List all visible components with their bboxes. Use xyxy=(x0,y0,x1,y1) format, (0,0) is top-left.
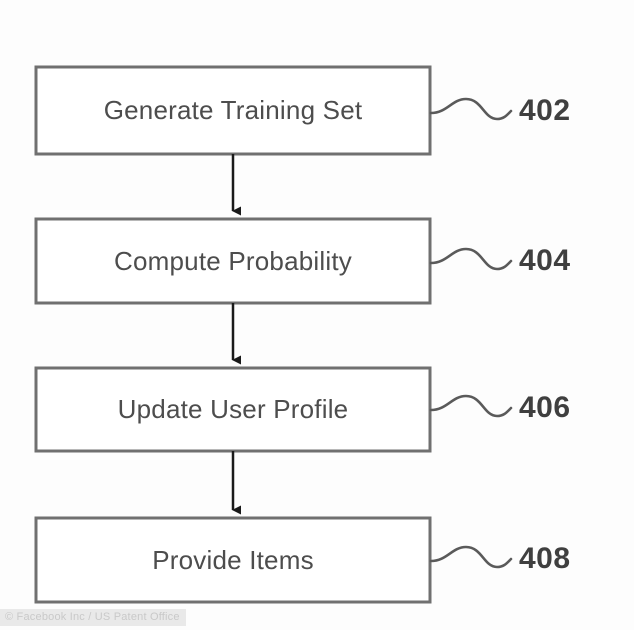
leader-line-408 xyxy=(429,545,513,569)
leader-line-404 xyxy=(429,247,513,271)
flow-box-408 xyxy=(34,516,432,604)
flow-box-label-408: Provide Items xyxy=(152,544,314,575)
watermark-credit: © Facebook Inc / US Patent Office xyxy=(0,609,186,626)
flow-box-404 xyxy=(34,217,432,305)
flow-box-label-406: Update User Profile xyxy=(117,394,349,424)
reference-numeral-402: 402 xyxy=(519,94,571,127)
leader-line-406 xyxy=(429,394,513,418)
flow-box-406 xyxy=(34,366,432,453)
flow-box-label-404: Compute Probability xyxy=(114,245,352,276)
reference-numeral-408: 408 xyxy=(519,542,571,575)
reference-numeral-404: 404 xyxy=(519,244,571,277)
reference-leader-lines xyxy=(429,97,513,569)
flow-boxes xyxy=(34,65,432,604)
flow-box-402 xyxy=(34,65,432,156)
leader-line-402 xyxy=(429,97,513,121)
reference-numeral-406: 406 xyxy=(519,391,571,424)
flow-box-label-402: Generate Training Set xyxy=(103,95,363,125)
